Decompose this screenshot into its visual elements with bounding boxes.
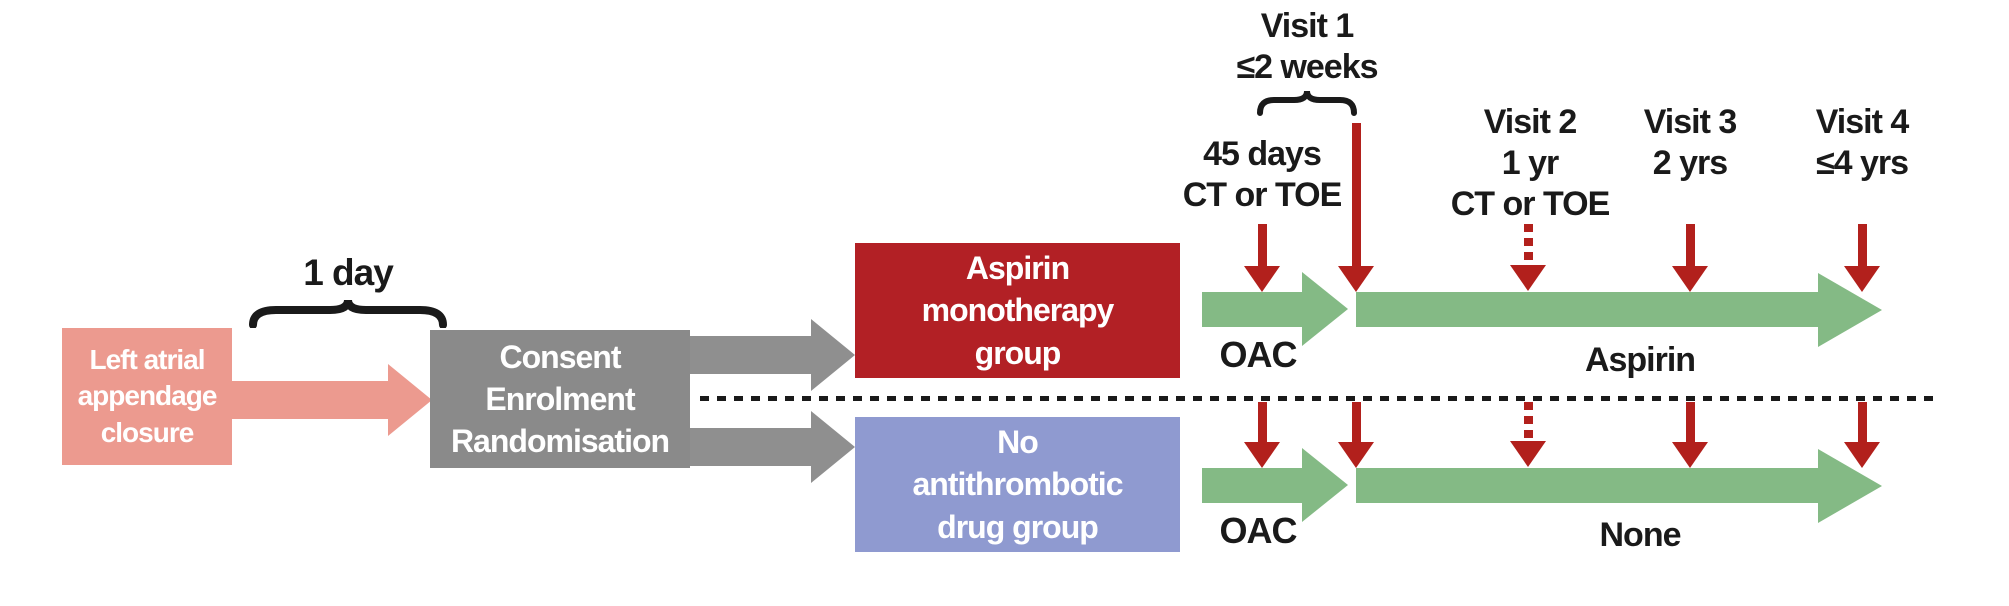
aspirin-group-box: Aspirin monotherapy group xyxy=(855,243,1180,378)
green-arrow-shaft xyxy=(1356,292,1820,327)
oac-label-bottom: OAC xyxy=(1219,510,1298,551)
interval-brace-icon xyxy=(249,299,447,328)
green-arrow-shaft xyxy=(1202,292,1303,327)
down-arrowhead-icon xyxy=(1244,442,1280,468)
marker-dotted-shaft xyxy=(1524,402,1533,441)
visit2-label: Visit 2 1 yr CT or TOE xyxy=(1450,103,1611,223)
down-arrowhead-icon xyxy=(1338,266,1374,292)
day45-label: 45 days CT or TOE xyxy=(1182,135,1343,214)
gray-arrow-shaft xyxy=(690,336,812,374)
consent-box: Consent Enrolment Randomisation xyxy=(430,330,690,468)
marker-shaft xyxy=(1352,402,1361,442)
aspirin-group-label: Aspirin monotherapy group xyxy=(921,250,1115,371)
down-arrowhead-icon xyxy=(1844,266,1880,292)
marker-shaft xyxy=(1686,402,1695,442)
marker-shaft xyxy=(1686,224,1695,266)
visit4-label: Visit 4 ≤4 yrs xyxy=(1815,103,1910,182)
down-arrowhead-icon xyxy=(1510,265,1546,291)
laac-box: Left atrial appendage closure xyxy=(62,328,232,465)
marker-shaft xyxy=(1352,123,1361,266)
marker-shaft xyxy=(1858,224,1867,266)
green-arrow-shaft xyxy=(1202,468,1303,503)
down-arrowhead-icon xyxy=(1672,266,1708,292)
down-arrowhead-icon xyxy=(1510,441,1546,467)
consent-label: Consent Enrolment Randomisation xyxy=(450,338,670,460)
visit1-brace-icon xyxy=(1257,90,1357,116)
gray-arrowhead-icon xyxy=(811,411,855,483)
no-drug-group-label: No antithrombotic drug group xyxy=(912,424,1124,545)
no-drug-group-box: No antithrombotic drug group xyxy=(855,417,1180,552)
down-arrowhead-icon xyxy=(1338,442,1374,468)
group-divider-dotted-line xyxy=(700,396,1940,401)
therapy-label-bottom: None xyxy=(1599,516,1682,554)
pink-arrow-shaft xyxy=(230,381,390,419)
down-arrowhead-icon xyxy=(1672,442,1708,468)
green-arrow-shaft xyxy=(1356,468,1820,503)
oac-label-top: OAC xyxy=(1219,334,1298,375)
therapy-label-top: Aspirin xyxy=(1584,341,1696,379)
marker-dotted-shaft xyxy=(1524,224,1533,265)
marker-shaft xyxy=(1258,402,1267,442)
gray-arrow-shaft xyxy=(690,428,812,466)
visit1-label: Visit 1 ≤2 weeks xyxy=(1236,7,1378,86)
marker-shaft xyxy=(1258,224,1267,266)
pink-arrowhead-icon xyxy=(388,364,432,436)
interval-1day-label: 1 day xyxy=(303,252,394,293)
visit3-label: Visit 3 2 yrs xyxy=(1643,103,1738,182)
marker-shaft xyxy=(1858,402,1867,442)
gray-arrowhead-icon xyxy=(811,319,855,391)
laac-label: Left atrial appendage closure xyxy=(77,343,218,448)
down-arrowhead-icon xyxy=(1244,266,1280,292)
down-arrowhead-icon xyxy=(1844,442,1880,468)
